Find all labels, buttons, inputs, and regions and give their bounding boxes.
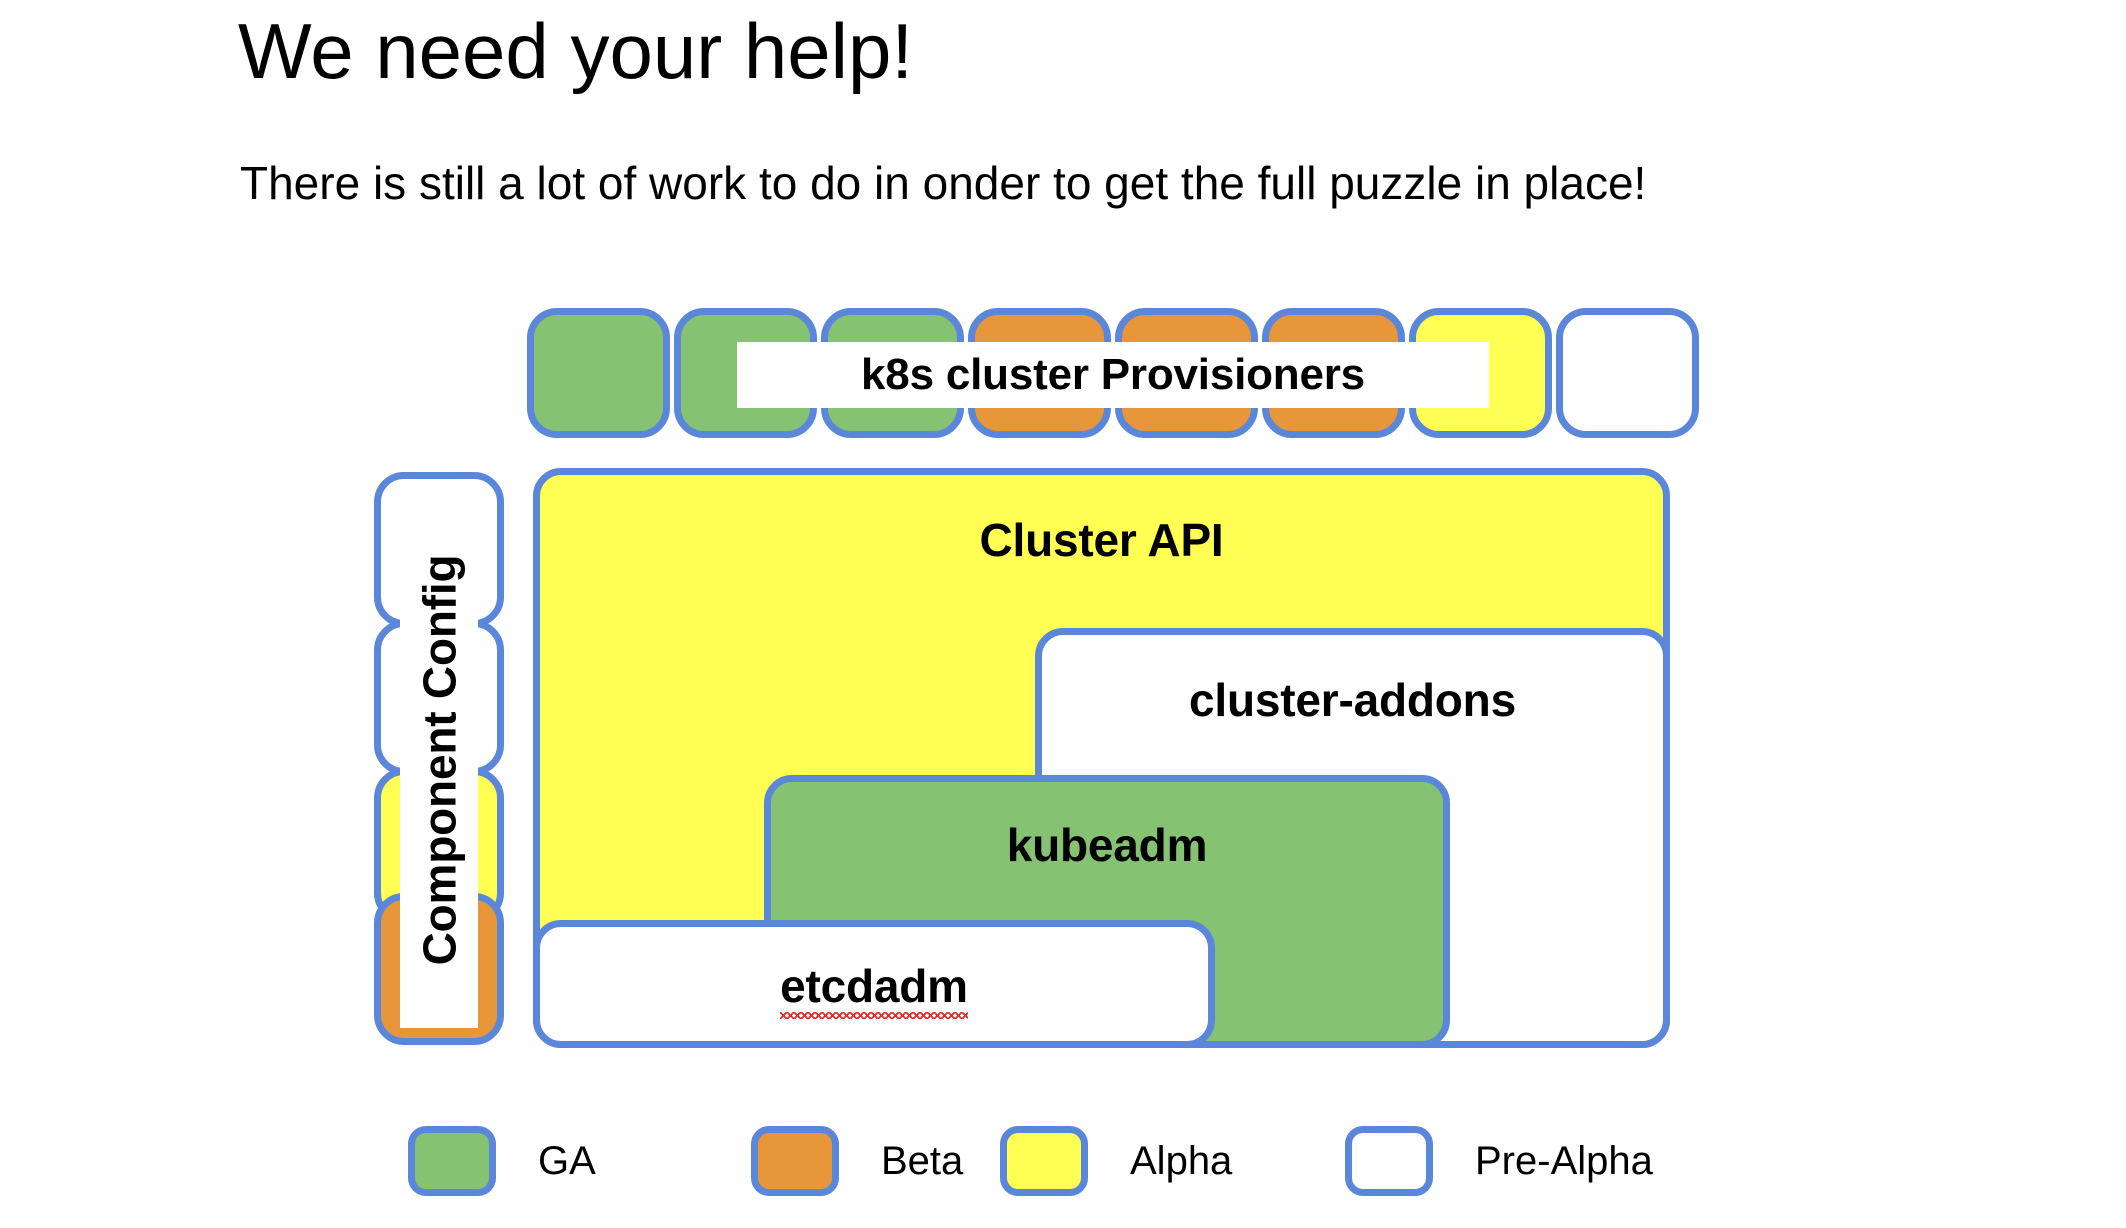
component-config-label: Component Config bbox=[400, 492, 478, 1028]
legend-swatch-beta bbox=[751, 1126, 839, 1196]
etcdadm-label-text: etcdadm bbox=[780, 959, 968, 1019]
legend-label-ga: GA bbox=[538, 1138, 596, 1183]
legend-label-pre-alpha: Pre-Alpha bbox=[1475, 1138, 1653, 1183]
legend-item-alpha: Alpha bbox=[1000, 1122, 1232, 1200]
kubeadm-label: kubeadm bbox=[1006, 819, 1208, 871]
cluster-addons-label: cluster-addons bbox=[1189, 674, 1516, 726]
provisioner-cell-1 bbox=[527, 308, 670, 438]
legend-item-ga: GA bbox=[408, 1122, 596, 1200]
legend-swatch-pre-alpha bbox=[1345, 1126, 1433, 1196]
legend-label-beta: Beta bbox=[881, 1138, 964, 1183]
etcdadm-label: etcdadm bbox=[540, 959, 1208, 1019]
provisioner-cell-8 bbox=[1556, 308, 1699, 438]
etcdadm-box: etcdadm bbox=[533, 920, 1215, 1048]
component-config-label-text: Component Config bbox=[413, 554, 465, 966]
legend-swatch-ga bbox=[408, 1126, 496, 1196]
cluster-api-label: Cluster API bbox=[979, 514, 1224, 566]
legend-label-alpha: Alpha bbox=[1130, 1138, 1233, 1183]
provisioners-label: k8s cluster Provisioners bbox=[737, 342, 1489, 408]
legend-item-pre-alpha: Pre-Alpha bbox=[1345, 1122, 1653, 1200]
legend: GA Beta Alpha Pre-Alpha bbox=[0, 1122, 2126, 1218]
legend-item-beta: Beta bbox=[751, 1122, 963, 1200]
legend-swatch-alpha bbox=[1000, 1126, 1088, 1196]
page-subtitle: There is still a lot of work to do in on… bbox=[240, 157, 1647, 209]
page-title: We need your help! bbox=[238, 7, 913, 95]
